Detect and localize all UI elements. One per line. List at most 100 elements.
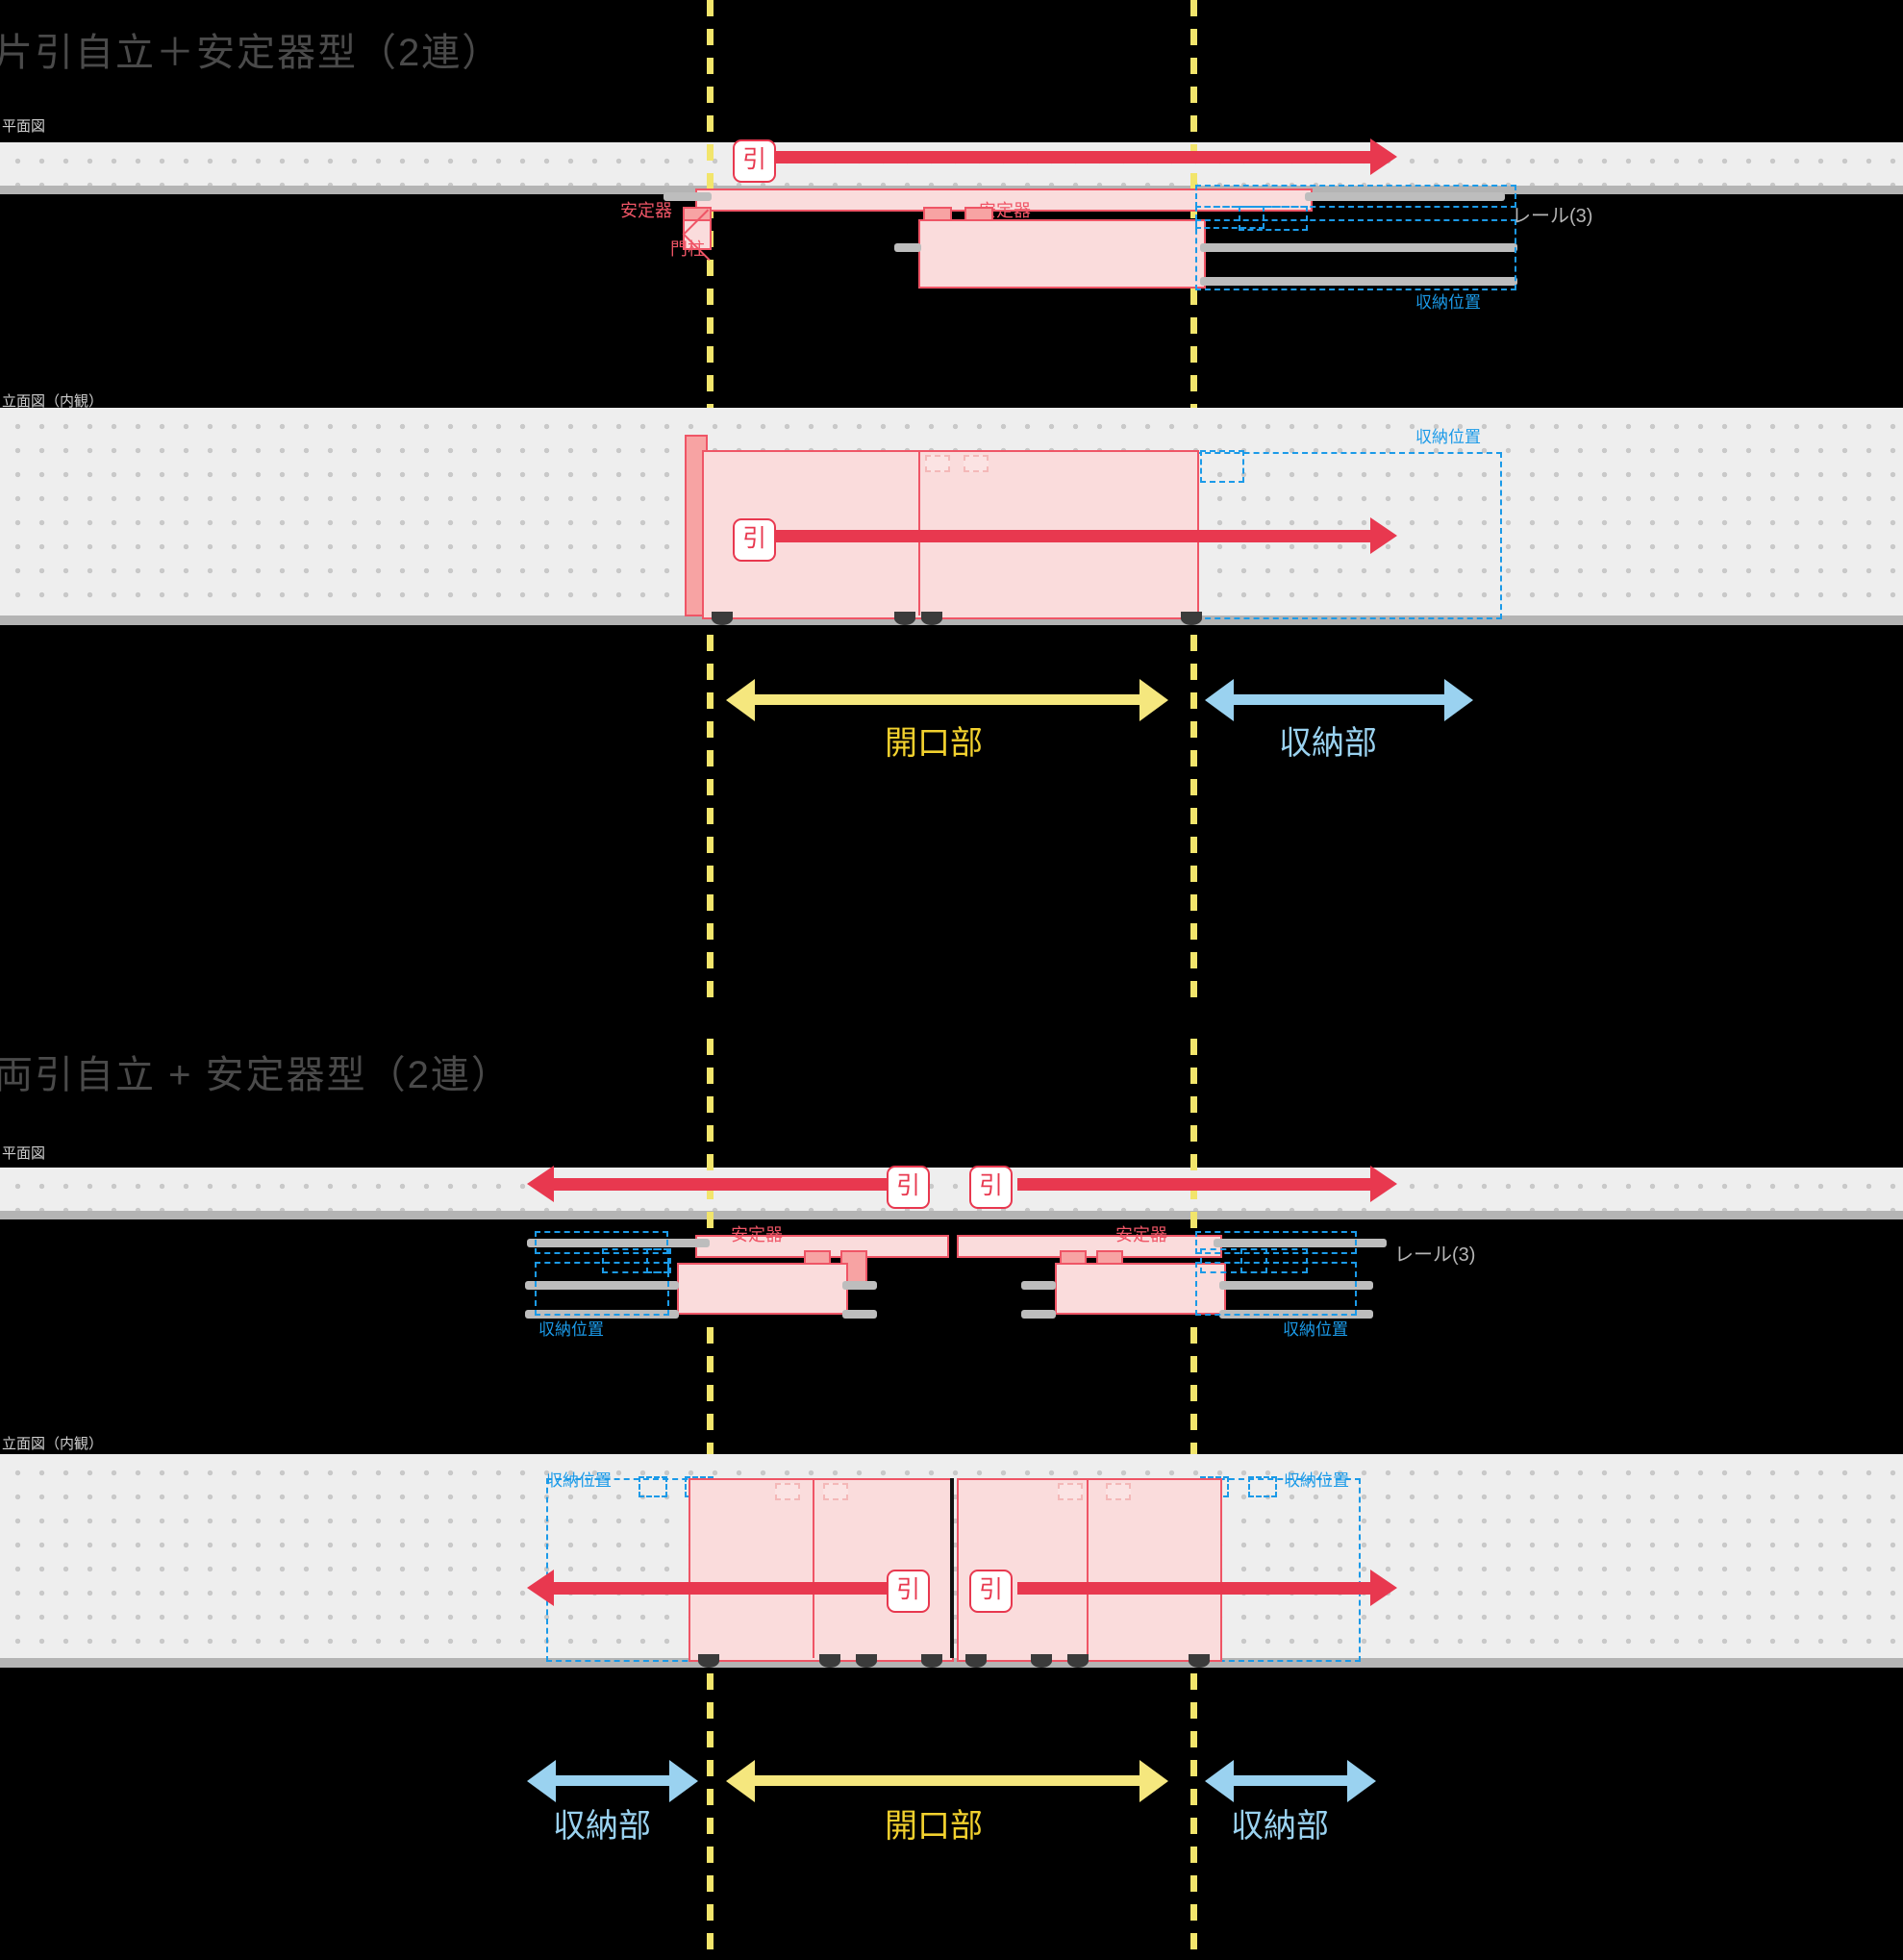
dim-head-storage-right-1 xyxy=(1444,679,1473,721)
dim-label-storage-1: 収納部 xyxy=(1279,725,1377,762)
wheel-elev-2c xyxy=(856,1654,877,1668)
elevation-band-edge-2 xyxy=(0,1658,1903,1668)
rail-plan-1e xyxy=(1200,277,1517,286)
storage-position-label-elev-2b: 収納位置 xyxy=(1284,1471,1349,1490)
dim-label-opening-1: 開口部 xyxy=(885,725,983,762)
plan-band-edge-2 xyxy=(0,1211,1903,1219)
rail-plan-1c xyxy=(894,243,921,252)
motion-arrow-head-plan-2-right xyxy=(1370,1166,1397,1202)
wheel-elev-2a xyxy=(698,1654,719,1668)
view-label-plan-1: 平面図 xyxy=(2,118,46,135)
section-title-double: 両引自立 + 安定器型（2連） xyxy=(0,1054,512,1096)
storage-outline-plan-2c xyxy=(646,1248,671,1273)
storage-outline-plan-2b xyxy=(602,1248,669,1273)
panel-tab-elev-2b xyxy=(823,1483,848,1500)
storage-tab-elev-2d xyxy=(1248,1476,1277,1497)
motion-arrow-head-plan-1 xyxy=(1370,138,1397,175)
motion-arrow-head-elev-1 xyxy=(1370,517,1397,554)
panel-tab-elev-1a xyxy=(925,455,950,472)
rail-plan-2e xyxy=(1021,1281,1056,1290)
panel-seam-elev-2b xyxy=(1087,1478,1089,1658)
storage-outline-plan-1a xyxy=(1195,185,1516,208)
stabilizer-label-plan-2a: 安定器 xyxy=(731,1225,783,1244)
motion-arrow-plan-2-right xyxy=(1017,1178,1370,1191)
storage-tab-elev-1 xyxy=(1200,450,1244,483)
panel-seam-elev-2a xyxy=(813,1478,814,1658)
section-title-single: 片引自立＋安定器型（2連） xyxy=(0,32,503,74)
dim-line-opening-2 xyxy=(755,1775,1139,1786)
elevation-band-edge-1 xyxy=(0,616,1903,625)
wheel-elev-2d xyxy=(921,1654,942,1668)
dim-line-storage-1 xyxy=(1234,694,1444,705)
wheel-elev-2b xyxy=(819,1654,840,1668)
dim-head-storage-left-1 xyxy=(1205,679,1234,721)
gate-post-x-plan-1 xyxy=(683,219,712,250)
motion-arrow-plan-1 xyxy=(755,151,1370,163)
storage-outline-plan-2d xyxy=(535,1262,669,1316)
stabilizer-bar-plan-2b xyxy=(957,1235,1222,1258)
dim-label-storage-2-right: 収納部 xyxy=(1231,1808,1329,1845)
storage-position-label-plan-1: 収納位置 xyxy=(1415,293,1481,312)
dim-head-opening-left-2 xyxy=(726,1760,755,1802)
wheel-elev-2g xyxy=(1067,1654,1089,1668)
rail-plan-2h xyxy=(842,1310,877,1319)
dim-head-opening-right-2 xyxy=(1139,1760,1168,1802)
rail-plan-2d xyxy=(842,1281,877,1290)
storage-position-label-plan-2a: 収納位置 xyxy=(538,1320,604,1339)
pull-mark-plan-2b: 引 xyxy=(969,1166,1014,1209)
motion-arrow-plan-2-left xyxy=(554,1178,906,1191)
pull-mark-plan-2a: 引 xyxy=(887,1166,931,1209)
plan-band-2 xyxy=(0,1168,1903,1211)
storage-outline-plan-2f xyxy=(1200,1248,1267,1273)
pull-mark-elev-2a: 引 xyxy=(887,1570,931,1613)
stabilizer-label-plan-1a: 安定器 xyxy=(620,201,672,220)
gate-panel-plan-1 xyxy=(918,219,1206,289)
rail-plan-1d xyxy=(1200,243,1517,252)
dim-head-storage-right-2r xyxy=(1347,1760,1376,1802)
motion-arrow-head-elev-2-right xyxy=(1370,1570,1397,1606)
storage-position-label-elev-1: 収納位置 xyxy=(1415,428,1481,446)
motion-arrow-elev-2-right xyxy=(1017,1582,1370,1595)
rail-plan-1a xyxy=(664,192,712,201)
dim-label-storage-2-left: 収納部 xyxy=(553,1808,651,1845)
gate-panel-plan-2a xyxy=(677,1263,848,1315)
panel-tab-elev-2a xyxy=(775,1483,800,1500)
dim-head-storage-left-2l xyxy=(527,1760,556,1802)
wheel-elev-2e xyxy=(965,1654,987,1668)
dim-line-opening-1 xyxy=(755,694,1139,705)
dim-line-storage-2-right xyxy=(1234,1775,1347,1786)
dim-head-opening-left-1 xyxy=(726,679,755,721)
storage-outline-plan-2e xyxy=(1195,1231,1357,1254)
panel-tab-elev-2c xyxy=(1058,1483,1083,1500)
storage-outline-plan-2g xyxy=(1240,1248,1308,1273)
gate-post-label-plan-1: 門柱 xyxy=(670,239,705,259)
view-label-elevation-2: 立面図（内観） xyxy=(2,1436,104,1452)
storage-outline-plan-2h xyxy=(1195,1262,1357,1316)
gate-panel-plan-2b xyxy=(1055,1263,1226,1315)
wheel-elev-1d xyxy=(1181,612,1202,625)
gate-panel-elev-2b xyxy=(957,1478,1222,1662)
rail-label-plan-2: レール(3) xyxy=(1394,1244,1476,1266)
dim-line-storage-2-left xyxy=(556,1775,669,1786)
rail-plan-2i xyxy=(1021,1310,1056,1319)
wheel-elev-1b xyxy=(894,612,915,625)
rail-plan-2f xyxy=(1219,1281,1373,1290)
motion-arrow-elev-2-left xyxy=(554,1582,887,1595)
rail-plan-2a xyxy=(527,1239,710,1247)
wheel-elev-1c xyxy=(921,612,942,625)
stabilizer-label-plan-2b: 安定器 xyxy=(1115,1225,1167,1244)
dim-head-storage-right-2l xyxy=(669,1760,698,1802)
rail-plan-2c xyxy=(525,1281,679,1290)
storage-outline-plan-1c xyxy=(1239,206,1308,231)
wheel-elev-1a xyxy=(712,612,733,625)
dim-head-storage-left-2r xyxy=(1205,1760,1234,1802)
panel-center-seam-elev-2 xyxy=(950,1478,954,1658)
storage-position-label-plan-2b: 収納位置 xyxy=(1283,1320,1348,1339)
pull-mark-elev-1: 引 xyxy=(733,518,777,562)
panel-tab-elev-2d xyxy=(1106,1483,1131,1500)
pull-mark-plan-1: 引 xyxy=(733,139,777,183)
view-label-plan-2: 平面図 xyxy=(2,1145,46,1162)
storage-outline-plan-1b xyxy=(1195,206,1264,229)
storage-position-label-elev-2a: 収納位置 xyxy=(546,1471,612,1490)
view-label-elevation-1: 立面図（内観） xyxy=(2,393,104,410)
